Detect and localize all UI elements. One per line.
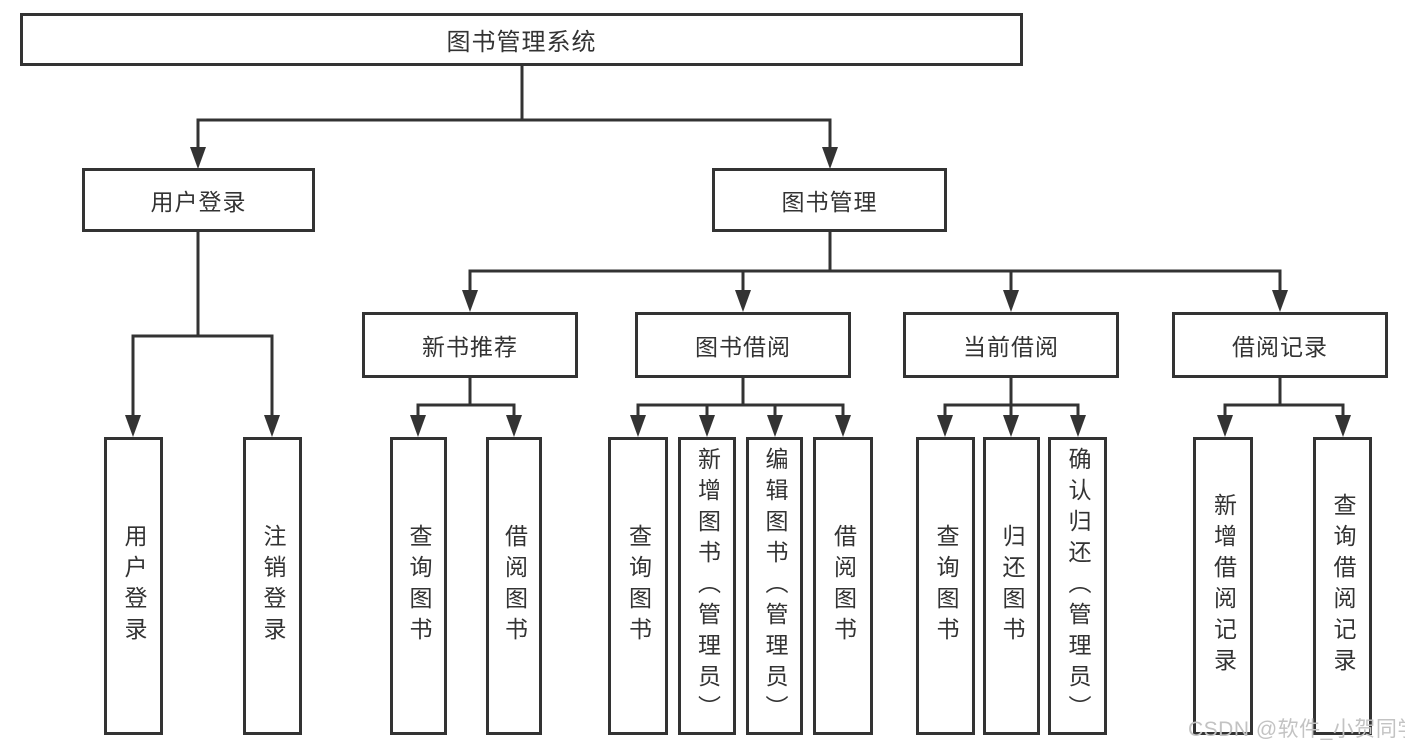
- leaf-query-borrow-record: 查询借阅记录: [1313, 437, 1372, 735]
- node-book-management-label: 图书管理: [781, 189, 878, 215]
- leaf-return-books: 归还图书: [983, 437, 1040, 735]
- arrowheads: [125, 147, 1351, 437]
- leaf-edit-books-admin-label: 编辑图书（管理员）: [762, 446, 788, 726]
- leaf-return-books-label: 归还图书: [999, 524, 1025, 648]
- node-current-borrow-label: 当前借阅: [963, 334, 1059, 360]
- leaf-query-books-1: 查询图书: [390, 437, 447, 735]
- node-book-management: 图书管理: [712, 168, 947, 232]
- leaf-query-books-2-label: 查询图书: [625, 524, 652, 648]
- leaf-borrow-books-1-label: 借阅图书: [501, 524, 528, 648]
- leaf-query-borrow-record-label: 查询借阅记录: [1330, 493, 1356, 679]
- node-book-borrow: 图书借阅: [635, 312, 851, 378]
- leaf-borrow-books-2: 借阅图书: [813, 437, 873, 735]
- leaf-user-login: 用户登录: [104, 437, 163, 735]
- leaf-edit-books-admin: 编辑图书（管理员）: [746, 437, 803, 735]
- node-borrow-record-label: 借阅记录: [1232, 334, 1328, 360]
- csdn-watermark: CSDN @软件_小贺同学: [1188, 718, 1405, 741]
- leaf-confirm-return-admin-label: 确认归还（管理员）: [1065, 446, 1091, 726]
- node-user-login-label: 用户登录: [150, 189, 247, 215]
- leaf-add-borrow-record-label: 新增借阅记录: [1210, 493, 1237, 679]
- leaf-user-login-label: 用户登录: [121, 524, 147, 648]
- node-new-book-recommend: 新书推荐: [362, 312, 578, 378]
- leaf-add-books-admin: 新增图书（管理员）: [678, 437, 736, 735]
- node-root-system: 图书管理系统: [20, 13, 1023, 66]
- leaf-query-books-3-label: 查询图书: [933, 524, 959, 648]
- node-user-login: 用户登录: [82, 168, 315, 232]
- leaf-query-books-3: 查询图书: [916, 437, 975, 735]
- leaf-logout-label: 注销登录: [260, 524, 286, 648]
- node-book-borrow-label: 图书借阅: [695, 334, 791, 360]
- leaf-logout: 注销登录: [243, 437, 302, 735]
- leaf-add-books-admin-label: 新增图书（管理员）: [694, 446, 721, 726]
- leaf-borrow-books-1: 借阅图书: [486, 437, 542, 735]
- node-new-book-recommend-label: 新书推荐: [422, 334, 518, 360]
- leaf-query-books-2: 查询图书: [608, 437, 668, 735]
- node-root-system-label: 图书管理系统: [446, 29, 597, 56]
- node-current-borrow: 当前借阅: [903, 312, 1119, 378]
- leaf-confirm-return-admin: 确认归还（管理员）: [1048, 437, 1107, 735]
- leaf-add-borrow-record: 新增借阅记录: [1193, 437, 1253, 735]
- leaf-borrow-books-2-label: 借阅图书: [830, 524, 857, 648]
- leaf-query-books-1-label: 查询图书: [406, 524, 432, 648]
- node-borrow-record: 借阅记录: [1172, 312, 1388, 378]
